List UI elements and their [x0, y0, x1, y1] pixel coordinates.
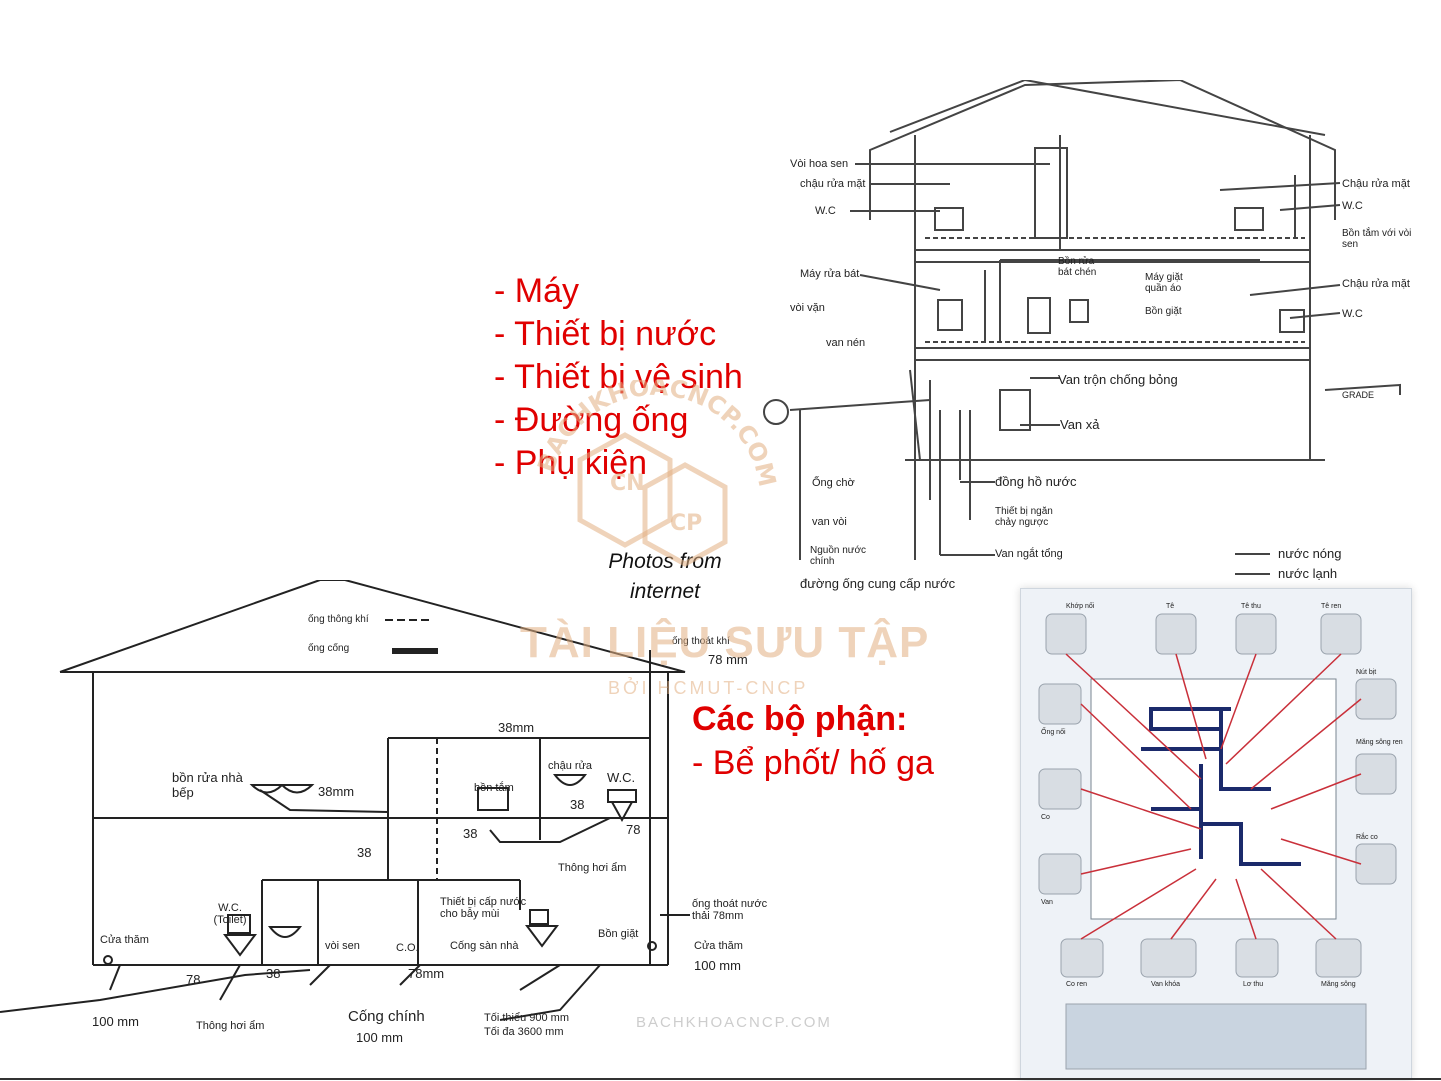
legend-ong-thong-khi: ống thông khí	[308, 614, 369, 625]
label-chau-rua-mat-right: Chậu rửa mặt	[1342, 178, 1410, 190]
bullet-thiet-bi-ve-sinh: - Thiết bị vệ sinh	[494, 358, 743, 396]
label-wc-left: W.C	[815, 205, 836, 217]
label-38-sink: 38	[570, 797, 585, 812]
photos-note-line2: internet	[629, 580, 701, 603]
fitting-label-co: Co	[1041, 814, 1050, 821]
fitting-label-rac-co: Rắc co	[1356, 834, 1378, 841]
label-voi-van: vòi vặn	[790, 302, 825, 314]
svg-text:BACHKHOACNCP.COM: BACHKHOACNCP.COM	[532, 380, 780, 489]
fitting-label-van: Van	[1041, 899, 1053, 906]
label-dong-ho-nuoc: đồng hồ nước	[995, 474, 1077, 489]
label-38mm-kitchen: 38mm	[318, 784, 355, 799]
label-van-xa: Van xả	[1060, 417, 1100, 432]
label-cong-san-nha: Cống sàn nhà	[450, 940, 519, 952]
legend-nuoc-nong: nước nóng	[1278, 546, 1342, 561]
label-chau-rua: chậu rửa	[548, 760, 593, 772]
water-supply-diagram	[763, 80, 1401, 575]
label-may-giat: Máy giặt quần áo	[1145, 272, 1183, 294]
label-van-tron: Van trộn chống bỏng	[1058, 372, 1178, 387]
drainage-diagram	[0, 580, 690, 1021]
label-supply-caption: đường ống cung cấp nước	[800, 576, 956, 591]
label-38-floor: 38	[266, 966, 281, 981]
label-bon-giat: Bồn giặt	[598, 928, 639, 940]
fittings-photo: Khớp nối Tê Tê thu Tê ren Ống nối Co Van…	[1020, 588, 1412, 1080]
watermark-url: BACHKHOACNCP.COM	[636, 1014, 832, 1031]
label-voi-hoa-sen: Vòi hoa sen	[790, 158, 849, 170]
label-cua-tham-left: Cửa thăm	[100, 934, 149, 946]
label-78-wc: 78	[626, 822, 641, 837]
fittings-illustration	[1038, 613, 1397, 1070]
label-bon-tam: bồn tắm	[474, 782, 514, 794]
label-thiet-bi-cap-nuoc: Thiết bị cấp nước cho bẫy mùi	[440, 896, 527, 920]
label-van-ngat-tong: Van ngắt tổng	[995, 548, 1063, 560]
label-38-tub: 38	[463, 826, 478, 841]
label-toi-thieu: Tối thiểu 900 mm	[484, 1012, 569, 1024]
fitting-label-mang-song: Măng sông	[1321, 981, 1356, 988]
label-wc-right2: W.C	[1342, 308, 1363, 320]
bullet-phu-kien: - Phụ kiện	[494, 444, 648, 482]
label-cua-tham-right: Cửa thăm	[694, 940, 743, 952]
label-bon-rua-bat-chen: Bồn rửa bát chén	[1058, 256, 1097, 278]
label-van-voi: van vòi	[812, 516, 847, 528]
bullet-list: - Máy - Thiết bị nước - Thiết bị vệ sinh…	[494, 270, 743, 485]
bullet-duong-ong: - Đường ống	[494, 401, 689, 439]
label-thong-hoi-am-bottom: Thông hơi ẩm	[196, 1020, 265, 1032]
label-100mm-main: 100 mm	[356, 1030, 403, 1045]
label-wc-toilet: W.C. (Toilet)	[213, 902, 247, 926]
fitting-label-te-thu: Tê thu	[1241, 603, 1261, 610]
label-bon-rua-nha-bep: bồn rửa nhà bếp	[172, 770, 243, 800]
fitting-label-ong-noi: Ống nối	[1041, 729, 1066, 736]
bullet-may: - Máy	[494, 272, 579, 310]
label-co: C.O.	[396, 942, 419, 954]
fitting-label-co-ren: Co ren	[1066, 981, 1088, 988]
fitting-label-te-ren: Tê ren	[1321, 603, 1342, 610]
label-bon-tam: Bồn tắm với vòi sen	[1342, 228, 1412, 250]
label-38mm-top: 38mm	[498, 720, 535, 735]
watermark-logo-cp: CP	[670, 511, 702, 536]
label-van-nen: van nén	[826, 337, 866, 349]
legend-nuoc-lanh: nước lạnh	[1278, 566, 1338, 581]
photos-note-line1: Photos from	[608, 550, 722, 573]
label-78mm-top: 78 mm	[708, 652, 748, 667]
label-chau-rua-mat-right2: Chậu rửa mặt	[1342, 278, 1410, 290]
label-38-stack: 38	[357, 845, 372, 860]
label-wc-right: W.C	[1342, 200, 1363, 212]
fitting-label-mang-song-ren: Măng sông ren	[1356, 739, 1403, 746]
label-chau-rua-mat-left: chậu rửa mặt	[800, 178, 866, 190]
watermark-arc-text: BACHKHOACNCP.COM	[532, 380, 780, 489]
legend-ong-cong: ống cống	[308, 643, 350, 654]
label-bon-giat-top: Bồn giặt	[1145, 306, 1182, 317]
label-cong-chinh: Cống chính	[348, 1008, 425, 1025]
bullet-thiet-bi-nuoc: - Thiết bị nước	[494, 315, 717, 353]
label-78mm-floor: 78mm	[408, 966, 445, 981]
label-thong-hoi-am-top: Thông hơi ẩm	[558, 862, 627, 874]
parts-item: - Bể phốt/ hố ga	[692, 744, 934, 782]
label-wc-top: W.C.	[607, 770, 636, 785]
watermark-logo: BACHKHOACNCP.COM CN CP	[532, 380, 780, 567]
fitting-label-van-khoa: Van khóa	[1151, 981, 1181, 988]
fitting-label-te: Tê	[1166, 603, 1175, 610]
fitting-label-nut-bit: Nút bịt	[1356, 669, 1377, 676]
bottom-border	[0, 1078, 1441, 1080]
watermark-sub: BỞI HCMUT-CNCP	[608, 678, 809, 698]
watermark-main: TÀI LIỆU SƯU TẬP	[520, 618, 930, 667]
parts-title: Các bộ phận:	[692, 700, 908, 738]
label-78-floor: 78	[186, 972, 201, 987]
label-may-rua-bat: Máy rửa bát	[800, 268, 860, 280]
label-ong-thoat-khi: ống thoát khí	[672, 636, 730, 647]
watermark-logo-cn: CN	[610, 471, 645, 496]
label-ong-thoat-nuoc-thai: ống thoát nước thải 78mm	[692, 898, 768, 922]
label-100mm-left: 100 mm	[92, 1014, 139, 1029]
fitting-label-lo-thu: Lơ thu	[1243, 981, 1264, 988]
label-voi-sen: vòi sen	[325, 940, 360, 952]
fitting-label-khop-noi: Khớp nối	[1066, 603, 1095, 610]
label-toi-da: Tối đa 3600 mm	[484, 1026, 564, 1038]
label-nguon-nuoc-chinh: Nguồn nước chính	[810, 545, 867, 567]
label-ong-cho: Ống chờ	[812, 477, 855, 489]
label-100mm-right: 100 mm	[694, 958, 741, 973]
label-thiet-bi-ngan: Thiết bị ngăn chảy ngược	[995, 506, 1053, 528]
label-grade: GRADE	[1342, 390, 1375, 400]
photos-note: Photos from internet	[595, 547, 735, 607]
